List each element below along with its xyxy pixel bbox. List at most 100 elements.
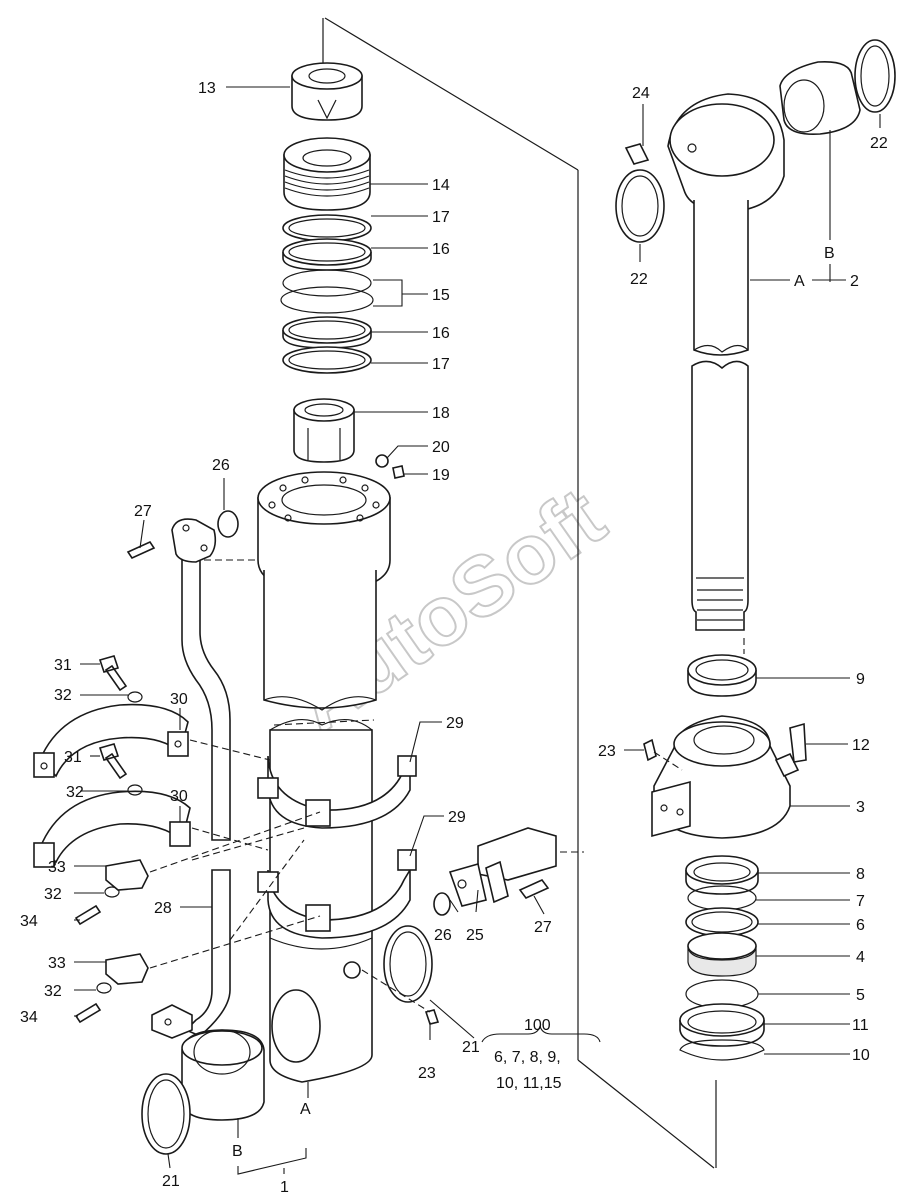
callout-c22b: 22 (870, 135, 888, 152)
callout-c4: 4 (856, 949, 865, 966)
callout-c33b: 33 (48, 955, 66, 972)
callout-c32b: 32 (66, 784, 84, 801)
dashed-guide-lines (149, 559, 745, 1013)
callout-c17b: 17 (432, 356, 450, 373)
part-24-grease-nipple (624, 143, 650, 165)
callout-c3: 3 (856, 799, 865, 816)
callout-c22a: 22 (630, 271, 648, 288)
assembly-path-lines (322, 17, 717, 1169)
part-30-pipe-clamp-upper (33, 703, 189, 778)
callout-c13a: 13 (198, 80, 216, 97)
part-2-piston-rod (667, 93, 785, 631)
part-33-plate-lower (105, 953, 149, 985)
callout-c14: 14 (432, 177, 450, 194)
callout-c26a: 26 (212, 457, 230, 474)
callout-c6: 6 (856, 917, 865, 934)
callout-c7: 7 (856, 893, 865, 910)
part-29-tube-clamp-upper (257, 755, 417, 829)
part-21-seal-right (383, 925, 433, 1003)
part-34-bolt-lower (74, 1002, 102, 1024)
part-18-piston-nut (293, 398, 355, 463)
piston-seals-stack (679, 855, 765, 1061)
kit-parts-line-2: 10, 11,15 (496, 1075, 562, 1092)
callout-c2: 2 (850, 273, 859, 290)
parts-15-17-seals (280, 214, 374, 374)
callout-c30b: 30 (170, 788, 188, 805)
part-31-bolt-upper (98, 655, 128, 692)
part-26-o-ring-upper (217, 510, 239, 538)
part-32-washer-c (104, 886, 120, 898)
elbow-fitting-lower (151, 1004, 193, 1039)
callout-c1: 1 (280, 1179, 289, 1196)
part-33-plate-upper (105, 859, 149, 891)
callout-c29a: 29 (446, 715, 464, 732)
callout-c17a: 17 (432, 209, 450, 226)
part-2-bushing (779, 60, 861, 136)
callout-cB1: B (232, 1143, 243, 1160)
callout-c12: 12 (852, 737, 870, 754)
callout-c21b: 21 (462, 1039, 480, 1056)
callout-c31a: 31 (54, 657, 72, 674)
callout-c20: 20 (432, 439, 450, 456)
part-9-ring (687, 654, 757, 697)
part-23-grease-fitting-right (643, 738, 657, 762)
part-31-bolt-lower (98, 743, 128, 780)
part-22-seal-left (615, 169, 665, 243)
part-22-seal-right (854, 39, 896, 113)
callout-c19: 19 (432, 467, 450, 484)
callout-c25: 25 (466, 927, 484, 944)
part-12-bolt (789, 722, 807, 763)
callout-c18: 18 (432, 405, 450, 422)
part-25-valve-block (448, 827, 557, 907)
callout-cA1: A (300, 1101, 311, 1118)
callout-c34b: 34 (20, 1009, 38, 1026)
part-32-washer-b (127, 784, 143, 796)
callout-c23a: 23 (418, 1065, 436, 1082)
part-19-set-screw (392, 465, 405, 479)
elbow-fitting-upper (171, 518, 217, 563)
callout-c32d: 32 (44, 983, 62, 1000)
callout-c16a: 16 (432, 241, 450, 258)
part-30-pipe-clamp-lower (33, 790, 191, 868)
part-20-steel-ball (375, 454, 389, 468)
callout-c34a: 34 (20, 913, 38, 930)
callout-c21a: 21 (162, 1173, 180, 1190)
callout-c29b: 29 (448, 809, 466, 826)
part-3-piston (651, 715, 800, 839)
callout-c10: 10 (852, 1047, 870, 1064)
callout-c28: 28 (154, 900, 172, 917)
callout-c24: 24 (632, 85, 650, 102)
part-32-washer-a (127, 691, 143, 703)
leader-lines (74, 86, 881, 1175)
part-32-washer-d (96, 982, 112, 994)
kit-parts-line-1: 6, 7, 8, 9, (494, 1049, 561, 1066)
callout-c27a: 27 (134, 503, 152, 520)
kit-number: 100 (524, 1017, 551, 1034)
part-27-bolt-right (518, 879, 550, 899)
callout-c23b: 23 (598, 743, 616, 760)
callout-c27b: 27 (534, 919, 552, 936)
callout-c9: 9 (856, 671, 865, 688)
callout-c16b: 16 (432, 325, 450, 342)
callout-c31b: 31 (64, 749, 82, 766)
callout-c8: 8 (856, 866, 865, 883)
kit-bracket (481, 1025, 601, 1043)
callout-c15a: 15 (432, 287, 450, 304)
part-21-bushing-and-seal-left (141, 1029, 265, 1155)
callout-c26b: 26 (434, 927, 452, 944)
part-13-dust-seal (291, 62, 363, 121)
callout-c30a: 30 (170, 691, 188, 708)
part-14-cylinder-head (283, 137, 371, 211)
part-23-grease-fitting-left (424, 1009, 440, 1025)
callout-c32c: 32 (44, 886, 62, 903)
callout-cB2: B (824, 245, 835, 262)
part-27-bolt-left (126, 540, 156, 560)
part-26-o-ring-lower (433, 892, 451, 916)
callout-cA2: A (794, 273, 805, 290)
cylinder-tube (257, 471, 391, 1083)
part-34-bolt-upper (74, 904, 102, 926)
callout-c33a: 33 (48, 859, 66, 876)
